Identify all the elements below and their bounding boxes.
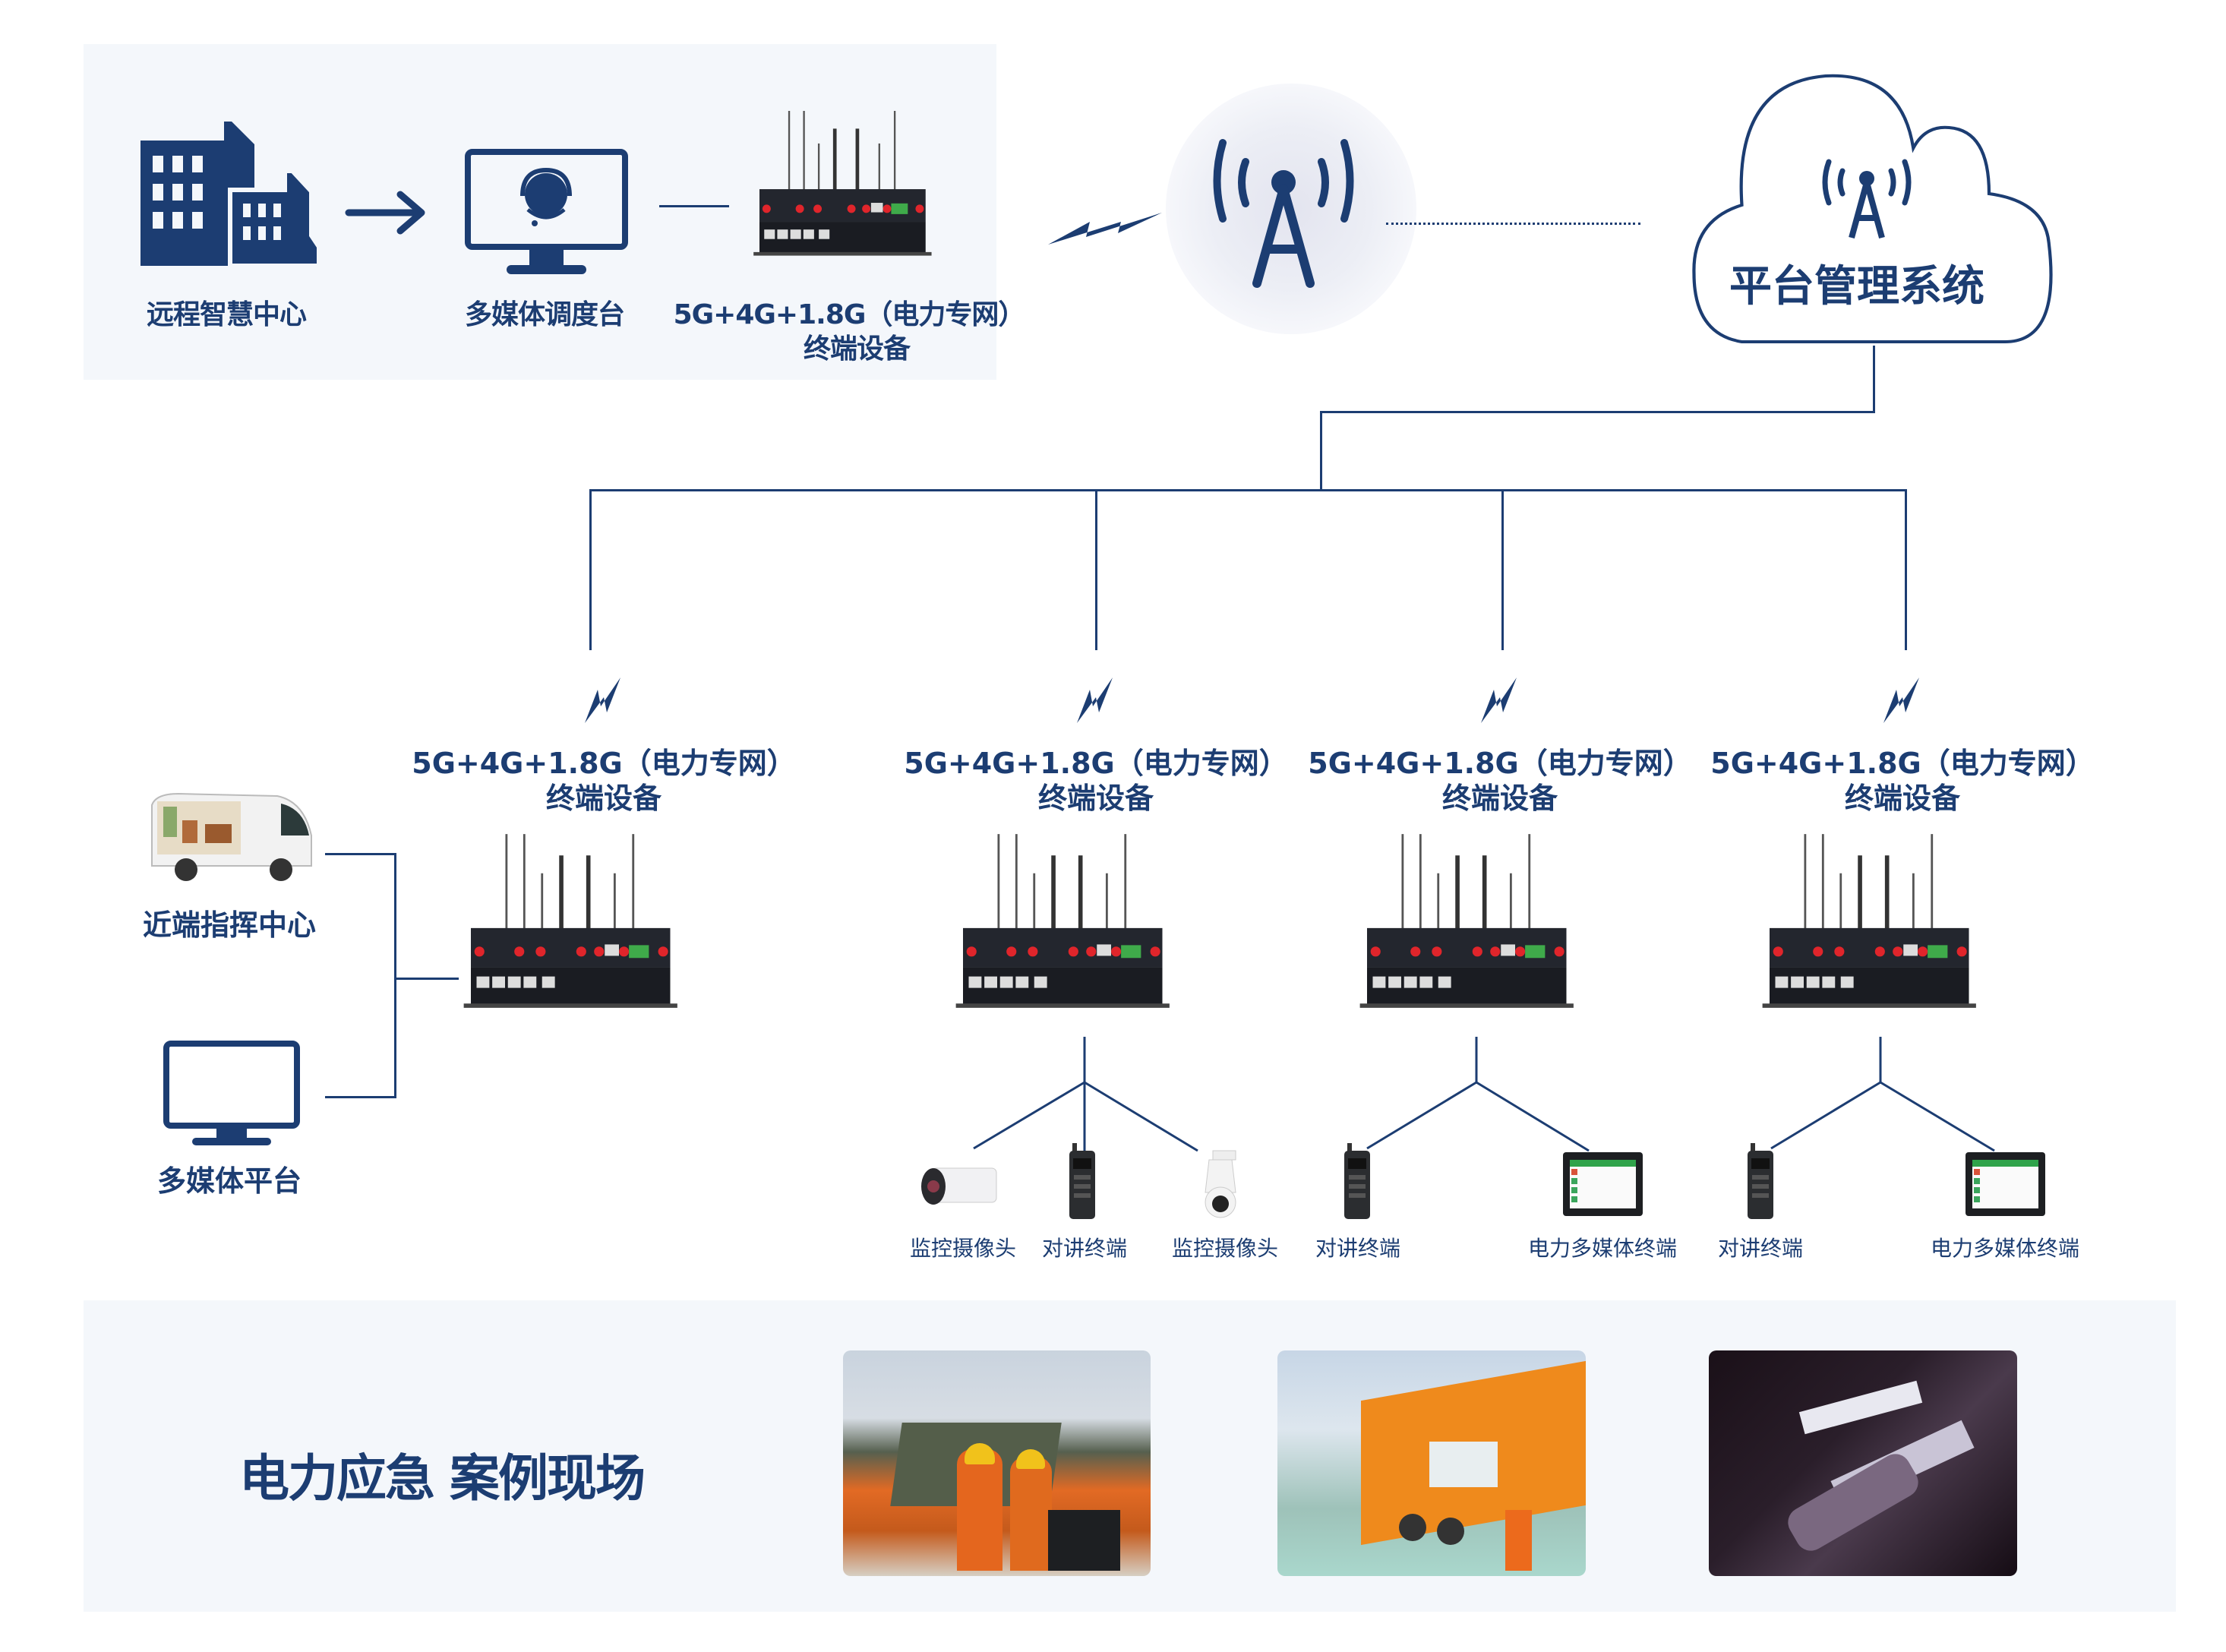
- router-device-icon: [1762, 834, 1976, 1008]
- walkie-talkie-icon: [1744, 1143, 1776, 1222]
- router-device-icon: [753, 110, 932, 256]
- bracket-top-line: [325, 853, 396, 855]
- endpoint-label: 监控摄像头: [1171, 1236, 1279, 1261]
- near-command-center-label: 近端指挥中心: [142, 908, 317, 942]
- drop-line-2: [1095, 489, 1097, 650]
- endpoint-label: 监控摄像头: [909, 1236, 1017, 1261]
- endpoint-label: 对讲终端: [1041, 1236, 1128, 1261]
- router-device-icon: [463, 834, 677, 1008]
- case-photo-rescue-workers[interactable]: [843, 1350, 1151, 1576]
- router-device-icon: [1359, 834, 1574, 1008]
- router-device-image: [1762, 834, 1997, 1022]
- tablet-terminal-icon: [1559, 1151, 1647, 1222]
- router-label-line1: 5G+4G+1.8G（电力专网）: [673, 299, 1026, 330]
- router-device-image: [1359, 834, 1595, 1022]
- terminal-label-line1: 5G+4G+1.8G（电力专网）: [904, 747, 1288, 780]
- bus-horizontal-line: [589, 489, 1907, 491]
- endpoint-label: 对讲终端: [1717, 1236, 1804, 1261]
- drop-line-3: [1501, 489, 1504, 650]
- lightning-icon: [1481, 678, 1517, 723]
- dome-camera-icon: [1194, 1150, 1247, 1222]
- bracket-to-router-line: [394, 978, 459, 980]
- router-device-image: [463, 834, 699, 1022]
- bullet-camera-icon: [917, 1162, 1000, 1218]
- endpoint-label: 对讲终端: [1315, 1236, 1401, 1261]
- monitor-icon: [163, 1041, 300, 1145]
- bracket-bottom-line: [325, 1096, 396, 1098]
- case-photo-night-repair[interactable]: [1709, 1350, 2017, 1576]
- endpoint-label: 电力多媒体终端: [1930, 1236, 2080, 1261]
- lightning-icon: [585, 678, 620, 723]
- router-device-icon: [955, 834, 1170, 1008]
- lightning-icon: [1883, 678, 1919, 723]
- office-building-icon: [141, 122, 321, 268]
- walkie-talkie-icon: [1341, 1143, 1373, 1222]
- case-photo-power-truck[interactable]: [1277, 1350, 1586, 1576]
- terminal-label-line1: 5G+4G+1.8G（电力专网）: [1710, 747, 2095, 780]
- router-device-image: [753, 103, 949, 273]
- arrow-right-icon: [345, 191, 425, 235]
- cases-title: 电力应急 案例现场: [239, 1449, 646, 1508]
- cloud-signal-tower-icon: [1822, 159, 1912, 239]
- dispatch-monitor-headset-icon: [465, 149, 628, 274]
- terminal-label-line2: 终端设备: [1844, 782, 1961, 815]
- lightning-icon: [1077, 678, 1113, 723]
- router-device-image: [955, 834, 1191, 1022]
- dispatch-console-label: 多媒体调度台: [464, 299, 625, 330]
- bracket-vertical-line: [394, 853, 396, 1098]
- trunk-horizontal-line: [1320, 411, 1875, 413]
- command-van-icon: [148, 790, 314, 885]
- remote-center-label: 远程智慧中心: [146, 299, 307, 330]
- trunk-down-line: [1320, 411, 1322, 491]
- connector-line: [659, 205, 729, 207]
- signal-tower-icon: [1213, 139, 1354, 288]
- lightning-icon: [1048, 213, 1162, 245]
- terminal-label-line1: 5G+4G+1.8G（电力专网）: [1308, 747, 1692, 780]
- terminal-label-line2: 终端设备: [1037, 782, 1154, 815]
- dotted-link-line: [1386, 223, 1640, 225]
- router-label-line2: 终端设备: [803, 333, 911, 365]
- cloud-down-line: [1873, 346, 1875, 412]
- drop-line-1: [589, 489, 592, 650]
- terminal-label-line2: 终端设备: [545, 782, 662, 815]
- endpoint-label: 电力多媒体终端: [1527, 1236, 1678, 1261]
- terminal-label-line1: 5G+4G+1.8G（电力专网）: [412, 747, 796, 780]
- walkie-talkie-icon: [1066, 1143, 1098, 1222]
- platform-system-label: 平台管理系统: [1729, 262, 1984, 311]
- tablet-terminal-icon: [1962, 1151, 2049, 1222]
- multimedia-platform-label: 多媒体平台: [156, 1164, 302, 1198]
- terminal-label-line2: 终端设备: [1441, 782, 1558, 815]
- drop-line-4: [1905, 489, 1907, 650]
